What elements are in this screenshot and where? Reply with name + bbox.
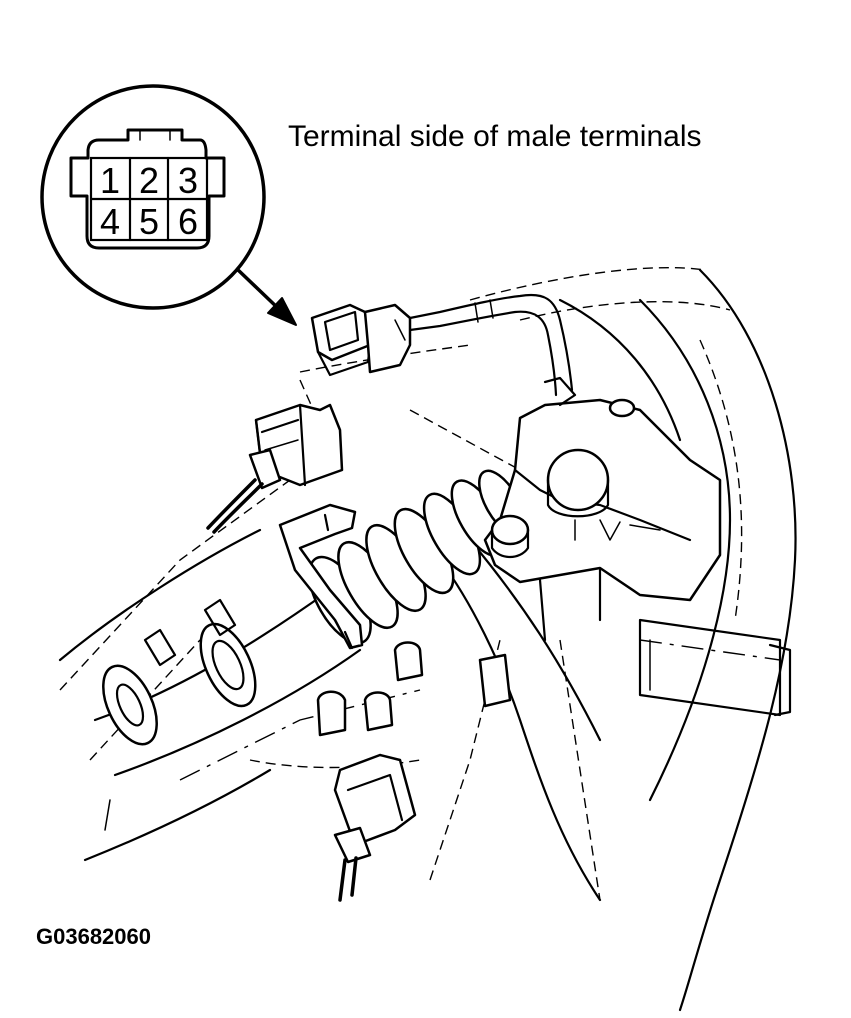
pin-label: 2 (139, 160, 159, 201)
pin-label: 6 (178, 201, 198, 242)
pin-label: 5 (139, 201, 159, 242)
pin-label: 3 (178, 160, 198, 201)
connector-callout: 1 2 3 4 5 6 (40, 84, 266, 310)
transmission-body (438, 268, 797, 1012)
callout-arrow (234, 266, 297, 326)
female-connector (206, 403, 344, 534)
switch-harness (408, 293, 574, 397)
lower-connector (316, 641, 512, 902)
shift-cable-tube (58, 528, 362, 862)
pin-label: 4 (100, 201, 120, 242)
cable-clip (278, 503, 364, 650)
male-connector (310, 303, 412, 377)
figure-code: G03682060 (36, 924, 151, 949)
callout-caption: Terminal side of male terminals (288, 120, 701, 153)
connector-face-outline (69, 128, 226, 250)
pin-label: 1 (100, 160, 120, 201)
range-switch (483, 376, 722, 642)
